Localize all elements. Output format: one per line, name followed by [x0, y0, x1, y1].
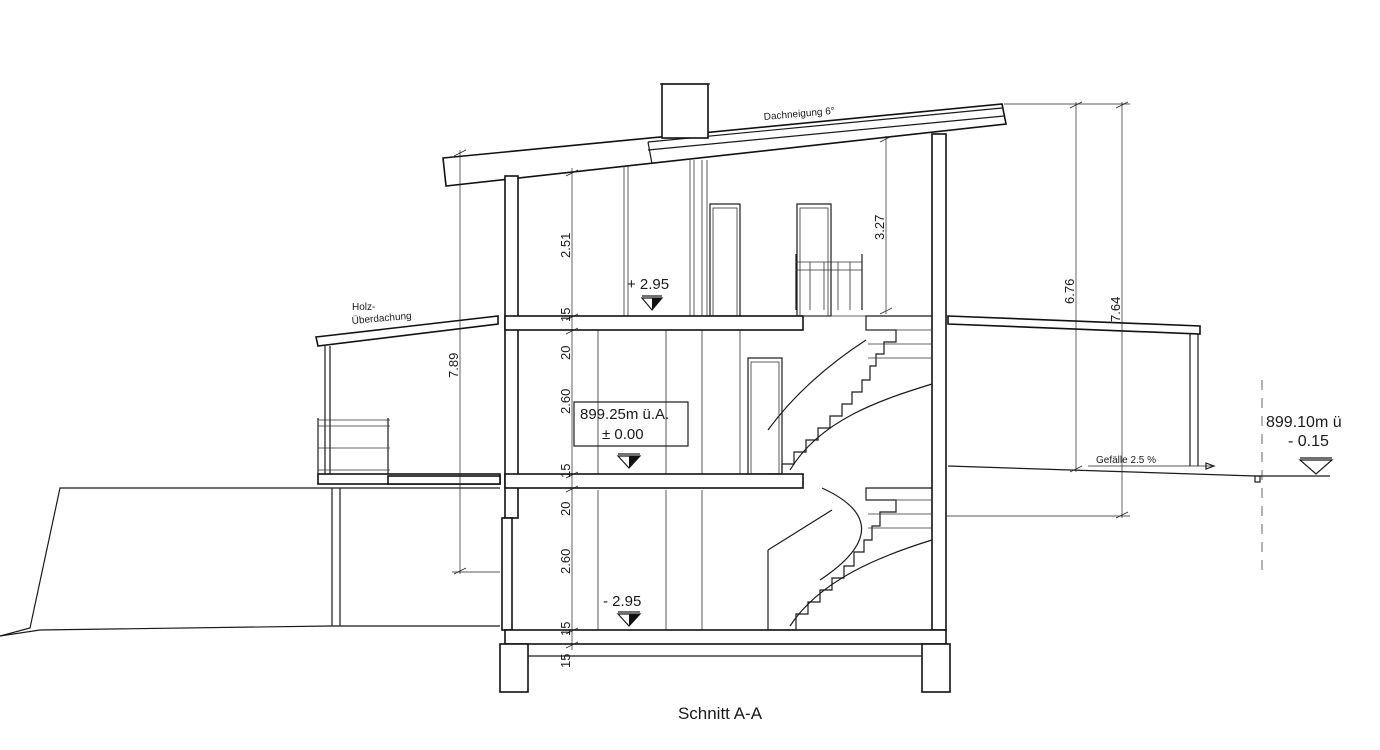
level-marker-entrance	[573, 401, 689, 469]
dimension-chain-right	[879, 101, 1216, 519]
interior-partitions	[597, 160, 741, 630]
level-marker-terrain	[1298, 457, 1334, 475]
main-roof	[442, 83, 1007, 187]
level-marker-lower	[616, 611, 642, 627]
lower-level-label: - 2.95	[603, 593, 641, 610]
dim-upper-room: 2.51	[558, 233, 573, 258]
dim-height-676: 6.76	[1062, 279, 1077, 304]
floor-slabs	[499, 315, 951, 693]
dim-total-left: 7.89	[446, 353, 461, 378]
dim-slab-15-low: 15	[558, 622, 573, 636]
doors	[709, 203, 832, 475]
terrain-height-label: 899.10m ü	[1266, 414, 1342, 431]
level-marker-upper	[640, 295, 664, 311]
upper-level-label: + 2.95	[627, 276, 669, 293]
dim-height-764: 7.64	[1108, 297, 1123, 322]
dim-slab-15-mid: 15	[558, 464, 573, 478]
dimension-chain-left	[452, 149, 579, 650]
staircase-lower	[767, 487, 933, 631]
entrance-level-label: ± 0.00	[602, 426, 644, 443]
dim-basement-room: 2.60	[558, 549, 573, 574]
slope-label: Gefälle 2.5 %	[1096, 455, 1156, 466]
terrain-level-label: - 0.15	[1288, 433, 1329, 450]
entrance-height-label: 899.25m ü.A.	[580, 406, 669, 423]
staircase-upper	[767, 315, 933, 475]
dim-slab-20-low: 20	[558, 502, 573, 516]
right-canopy	[947, 315, 1201, 466]
drawing-caption: Schnitt A-A	[677, 704, 763, 723]
dim-slab-15-top: 15	[558, 308, 573, 322]
dim-upper-right: 3.27	[872, 215, 887, 240]
wood-canopy-label-line2: Überdachung	[351, 310, 412, 327]
terrace-railing-left	[317, 418, 390, 474]
terrace-slab-left	[317, 473, 501, 626]
terrain-right	[947, 380, 1330, 570]
exterior-walls	[501, 133, 947, 631]
terrain-left	[0, 487, 500, 637]
wood-canopy	[315, 315, 499, 476]
dim-ground-room: 2.60	[558, 389, 573, 414]
wood-canopy-label-line1: Holz-	[352, 302, 375, 313]
dim-slab-20-mid: 20	[558, 346, 573, 360]
upper-railing	[795, 254, 863, 310]
dim-foundation: 15	[558, 654, 573, 668]
